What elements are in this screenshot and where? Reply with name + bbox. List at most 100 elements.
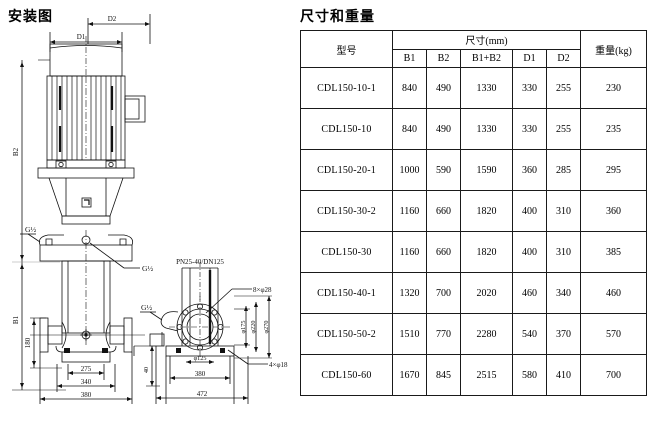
dim-label-d1: D1 xyxy=(77,33,86,41)
dim-label-b1: B1 xyxy=(12,315,20,324)
cell-weight: 230 xyxy=(580,67,648,109)
header-dimensions: 尺寸(mm) xyxy=(391,30,582,50)
cell-model: CDL150-30-2 xyxy=(300,190,393,232)
header-dimensions-unit: (mm) xyxy=(485,36,508,48)
dim-label-dia125: φ125 xyxy=(194,355,207,362)
cell-d1: 400 xyxy=(512,231,547,273)
table-title: 尺寸和重量 xyxy=(300,9,375,25)
bolt-label-8x28: 8×φ28 xyxy=(253,286,272,294)
header-d2: D2 xyxy=(545,48,582,68)
table-row: CDL150-10-1 840 490 1330 330 255 230 xyxy=(300,67,648,109)
cell-b1b2: 2020 xyxy=(460,272,513,314)
thread-label-g-half-a: G½ xyxy=(25,225,36,234)
cell-b2: 770 xyxy=(426,313,461,355)
cell-weight: 295 xyxy=(580,149,648,191)
dim-label-275: 275 xyxy=(81,365,92,373)
cell-b2: 590 xyxy=(426,149,461,191)
cell-b1b2: 2280 xyxy=(460,313,513,355)
cell-d1: 330 xyxy=(512,67,547,109)
cell-b2: 660 xyxy=(426,231,461,273)
cell-d2: 285 xyxy=(545,149,582,191)
cell-d1: 460 xyxy=(512,272,547,314)
cell-b2: 700 xyxy=(426,272,461,314)
cell-b1b2: 1590 xyxy=(460,149,513,191)
cell-b1: 1160 xyxy=(392,190,427,232)
cell-model: CDL150-60 xyxy=(300,354,393,396)
cell-weight: 570 xyxy=(580,313,648,355)
cell-b1b2: 1330 xyxy=(460,67,513,109)
cell-b1: 1320 xyxy=(392,272,427,314)
table-row: CDL150-10 840 490 1330 330 255 235 xyxy=(300,108,648,150)
dim-label-dia220: φ220 xyxy=(250,321,257,334)
cell-b1: 1670 xyxy=(392,354,427,396)
cell-d2: 410 xyxy=(545,354,582,396)
cell-d2: 310 xyxy=(545,231,582,273)
dim-label-380-detail: 380 xyxy=(195,370,206,378)
cell-b2: 490 xyxy=(426,108,461,150)
dim-label-180: 180 xyxy=(24,337,32,348)
table-row: CDL150-30 1160 660 1820 400 310 385 xyxy=(300,231,648,273)
cell-b1: 1510 xyxy=(392,313,427,355)
cell-weight: 360 xyxy=(580,190,648,232)
cell-d1: 360 xyxy=(512,149,547,191)
cell-weight: 385 xyxy=(580,231,648,273)
cell-b1: 840 xyxy=(392,67,427,109)
cell-model: CDL150-10-1 xyxy=(300,67,393,109)
drawing-canvas: D2 D1 B2 B1 180 G½ G½ G½ 275 340 380 PN2… xyxy=(0,0,292,417)
dimensions-weight-table: 型号 尺寸(mm) 重量(kg) B1 B2 B1+B2 D1 D2 xyxy=(300,30,648,396)
header-b1-plus-b2: B1+B2 xyxy=(460,48,513,68)
cell-b1b2: 1330 xyxy=(460,108,513,150)
header-dimensions-text: 尺寸 xyxy=(465,36,486,48)
table-header: 型号 尺寸(mm) 重量(kg) B1 B2 B1+B2 D1 D2 xyxy=(300,30,648,68)
header-b2: B2 xyxy=(426,48,461,68)
cell-b1: 1160 xyxy=(392,231,427,273)
cell-d2: 340 xyxy=(545,272,582,314)
cell-model: CDL150-40-1 xyxy=(300,272,393,314)
flange-spec-label: PN25-40/DN125 xyxy=(176,258,224,266)
header-b1: B1 xyxy=(392,48,427,68)
header-weight: 重量(kg) xyxy=(580,30,648,68)
cell-b2: 490 xyxy=(426,67,461,109)
thread-label-g-half-b: G½ xyxy=(142,264,153,273)
cell-d1: 330 xyxy=(512,108,547,150)
cell-d2: 255 xyxy=(545,108,582,150)
header-model: 型号 xyxy=(300,30,393,68)
dim-label-40: 40 xyxy=(143,367,150,373)
dim-label-dia175: φ175 xyxy=(240,321,247,334)
dim-label-d2: D2 xyxy=(108,15,117,23)
cell-d2: 370 xyxy=(545,313,582,355)
cell-model: CDL150-30 xyxy=(300,231,393,273)
cell-b1b2: 1820 xyxy=(460,190,513,232)
dim-label-380: 380 xyxy=(81,391,92,399)
header-d1: D1 xyxy=(512,48,547,68)
cell-d2: 310 xyxy=(545,190,582,232)
cell-d2: 255 xyxy=(545,67,582,109)
thread-label-g-half-c: G½ xyxy=(141,303,152,312)
cell-model: CDL150-10 xyxy=(300,108,393,150)
cell-weight: 235 xyxy=(580,108,648,150)
cell-weight: 700 xyxy=(580,354,648,396)
cell-weight: 460 xyxy=(580,272,648,314)
cell-b1: 1000 xyxy=(392,149,427,191)
cell-b1b2: 2515 xyxy=(460,354,513,396)
spec-table-pane: 尺寸和重量 型号 尺寸(mm) 重量(kg) B1 B2 xyxy=(296,0,650,417)
cell-model: CDL150-50-2 xyxy=(300,313,393,355)
bolt-label-4x18: 4×φ18 xyxy=(269,361,288,369)
cell-b1b2: 1820 xyxy=(460,231,513,273)
header-weight-text: 重量 xyxy=(595,45,616,57)
cell-b1: 840 xyxy=(392,108,427,150)
header-weight-unit: (kg) xyxy=(615,45,632,57)
cell-d1: 580 xyxy=(512,354,547,396)
table-row: CDL150-20-1 1000 590 1590 360 285 295 xyxy=(300,149,648,191)
cell-model: CDL150-20-1 xyxy=(300,149,393,191)
table-row: CDL150-60 1670 845 2515 580 410 700 xyxy=(300,354,648,396)
table-row: CDL150-40-1 1320 700 2020 460 340 460 xyxy=(300,272,648,314)
table-row: CDL150-30-2 1160 660 1820 400 310 360 xyxy=(300,190,648,232)
pump-assembly-svg: D2 D1 B2 B1 180 G½ G½ G½ 275 340 380 PN2… xyxy=(12,14,288,404)
table-row: CDL150-50-2 1510 770 2280 540 370 570 xyxy=(300,313,648,355)
cell-d1: 540 xyxy=(512,313,547,355)
dim-label-472: 472 xyxy=(197,390,208,398)
dim-label-340: 340 xyxy=(81,378,92,386)
dim-label-b2: B2 xyxy=(12,147,20,156)
dim-label-dia270: φ270 xyxy=(263,321,270,334)
